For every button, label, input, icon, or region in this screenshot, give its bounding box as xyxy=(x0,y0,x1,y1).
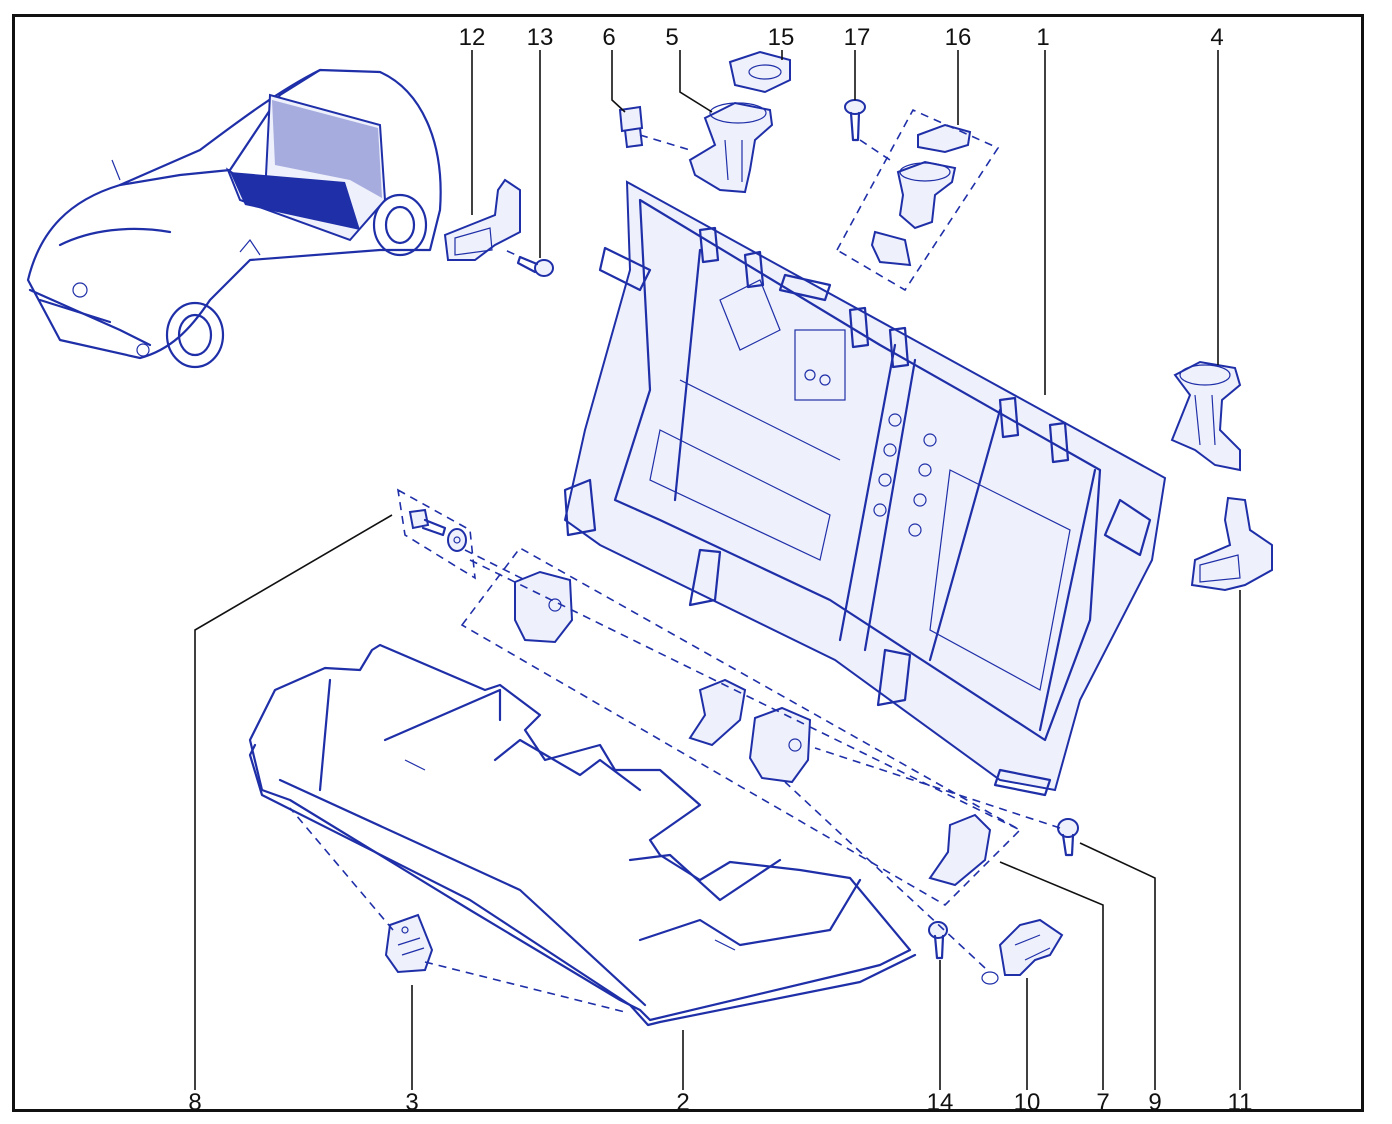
callout-7: 7 xyxy=(1096,1089,1109,1116)
callout-10: 10 xyxy=(1014,1089,1041,1116)
callout-17: 17 xyxy=(844,24,871,51)
cap-assembly-part-16 xyxy=(870,123,972,267)
screw-part-17 xyxy=(844,99,866,142)
bracket-part-12 xyxy=(443,178,521,261)
callout-leader-lines xyxy=(194,50,1241,1090)
callout-8: 8 xyxy=(188,1089,201,1116)
bolt-part-9 xyxy=(1057,818,1079,857)
callout-5: 5 xyxy=(665,24,678,51)
callout-14: 14 xyxy=(927,1089,954,1116)
callout-1: 1 xyxy=(1036,24,1049,51)
seat-cushion-wire-frame xyxy=(248,643,917,1027)
hinge-housing-part-4 xyxy=(1170,360,1242,472)
callout-15: 15 xyxy=(768,24,795,51)
callout-4: 4 xyxy=(1210,24,1223,51)
callout-6: 6 xyxy=(602,24,615,51)
cap-part-15 xyxy=(728,50,791,94)
clip-part-10 xyxy=(981,918,1064,985)
assembly-guide-lines xyxy=(289,108,1061,1013)
diagram-frame xyxy=(12,14,1364,1112)
callout-numbers: 12 13 6 5 15 17 16 1 4 8 3 2 14 10 7 9 1… xyxy=(188,24,1252,1116)
clip-part-3 xyxy=(384,913,434,974)
hinge-plates-part-7 xyxy=(514,570,992,887)
bracket-part-11 xyxy=(1190,496,1273,592)
screw-part-14 xyxy=(928,921,948,960)
callout-9: 9 xyxy=(1148,1089,1161,1116)
bolt-part-6 xyxy=(618,105,644,149)
callout-12: 12 xyxy=(459,24,486,51)
hinge-housing-part-5 xyxy=(688,101,774,194)
car-locator-illustration xyxy=(26,68,442,369)
callout-3: 3 xyxy=(405,1089,418,1116)
callout-13: 13 xyxy=(527,24,554,51)
seat-back-frame xyxy=(563,180,1167,797)
callout-2: 2 xyxy=(676,1089,689,1116)
callout-11: 11 xyxy=(1228,1089,1253,1116)
screw-part-13 xyxy=(516,255,554,277)
callout-16: 16 xyxy=(945,24,972,51)
bolt-washer-part-8 xyxy=(408,508,467,552)
